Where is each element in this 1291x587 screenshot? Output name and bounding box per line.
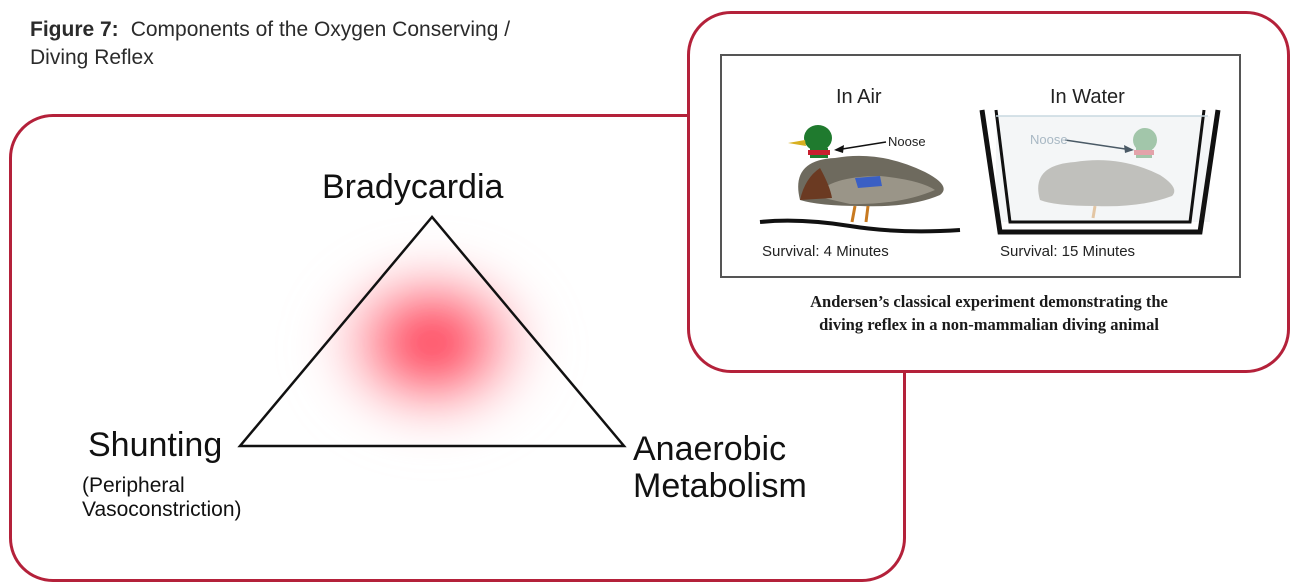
ground-line [760, 221, 960, 232]
experiment-caption-line-1: Andersen’s classical experiment demonstr… [700, 290, 1278, 313]
experiment-caption-line-2: diving reflex in a non-mammalian diving … [700, 313, 1278, 336]
experiment-caption: Andersen’s classical experiment demonstr… [700, 290, 1278, 336]
in-water-title: In Water [1050, 86, 1125, 109]
survival-air: Survival: 4 Minutes [762, 243, 889, 260]
noose-label-water: Noose [1030, 132, 1068, 147]
survival-water: Survival: 15 Minutes [1000, 243, 1135, 260]
noose-label-air: Noose [888, 134, 926, 149]
in-air-title: In Air [836, 86, 882, 109]
